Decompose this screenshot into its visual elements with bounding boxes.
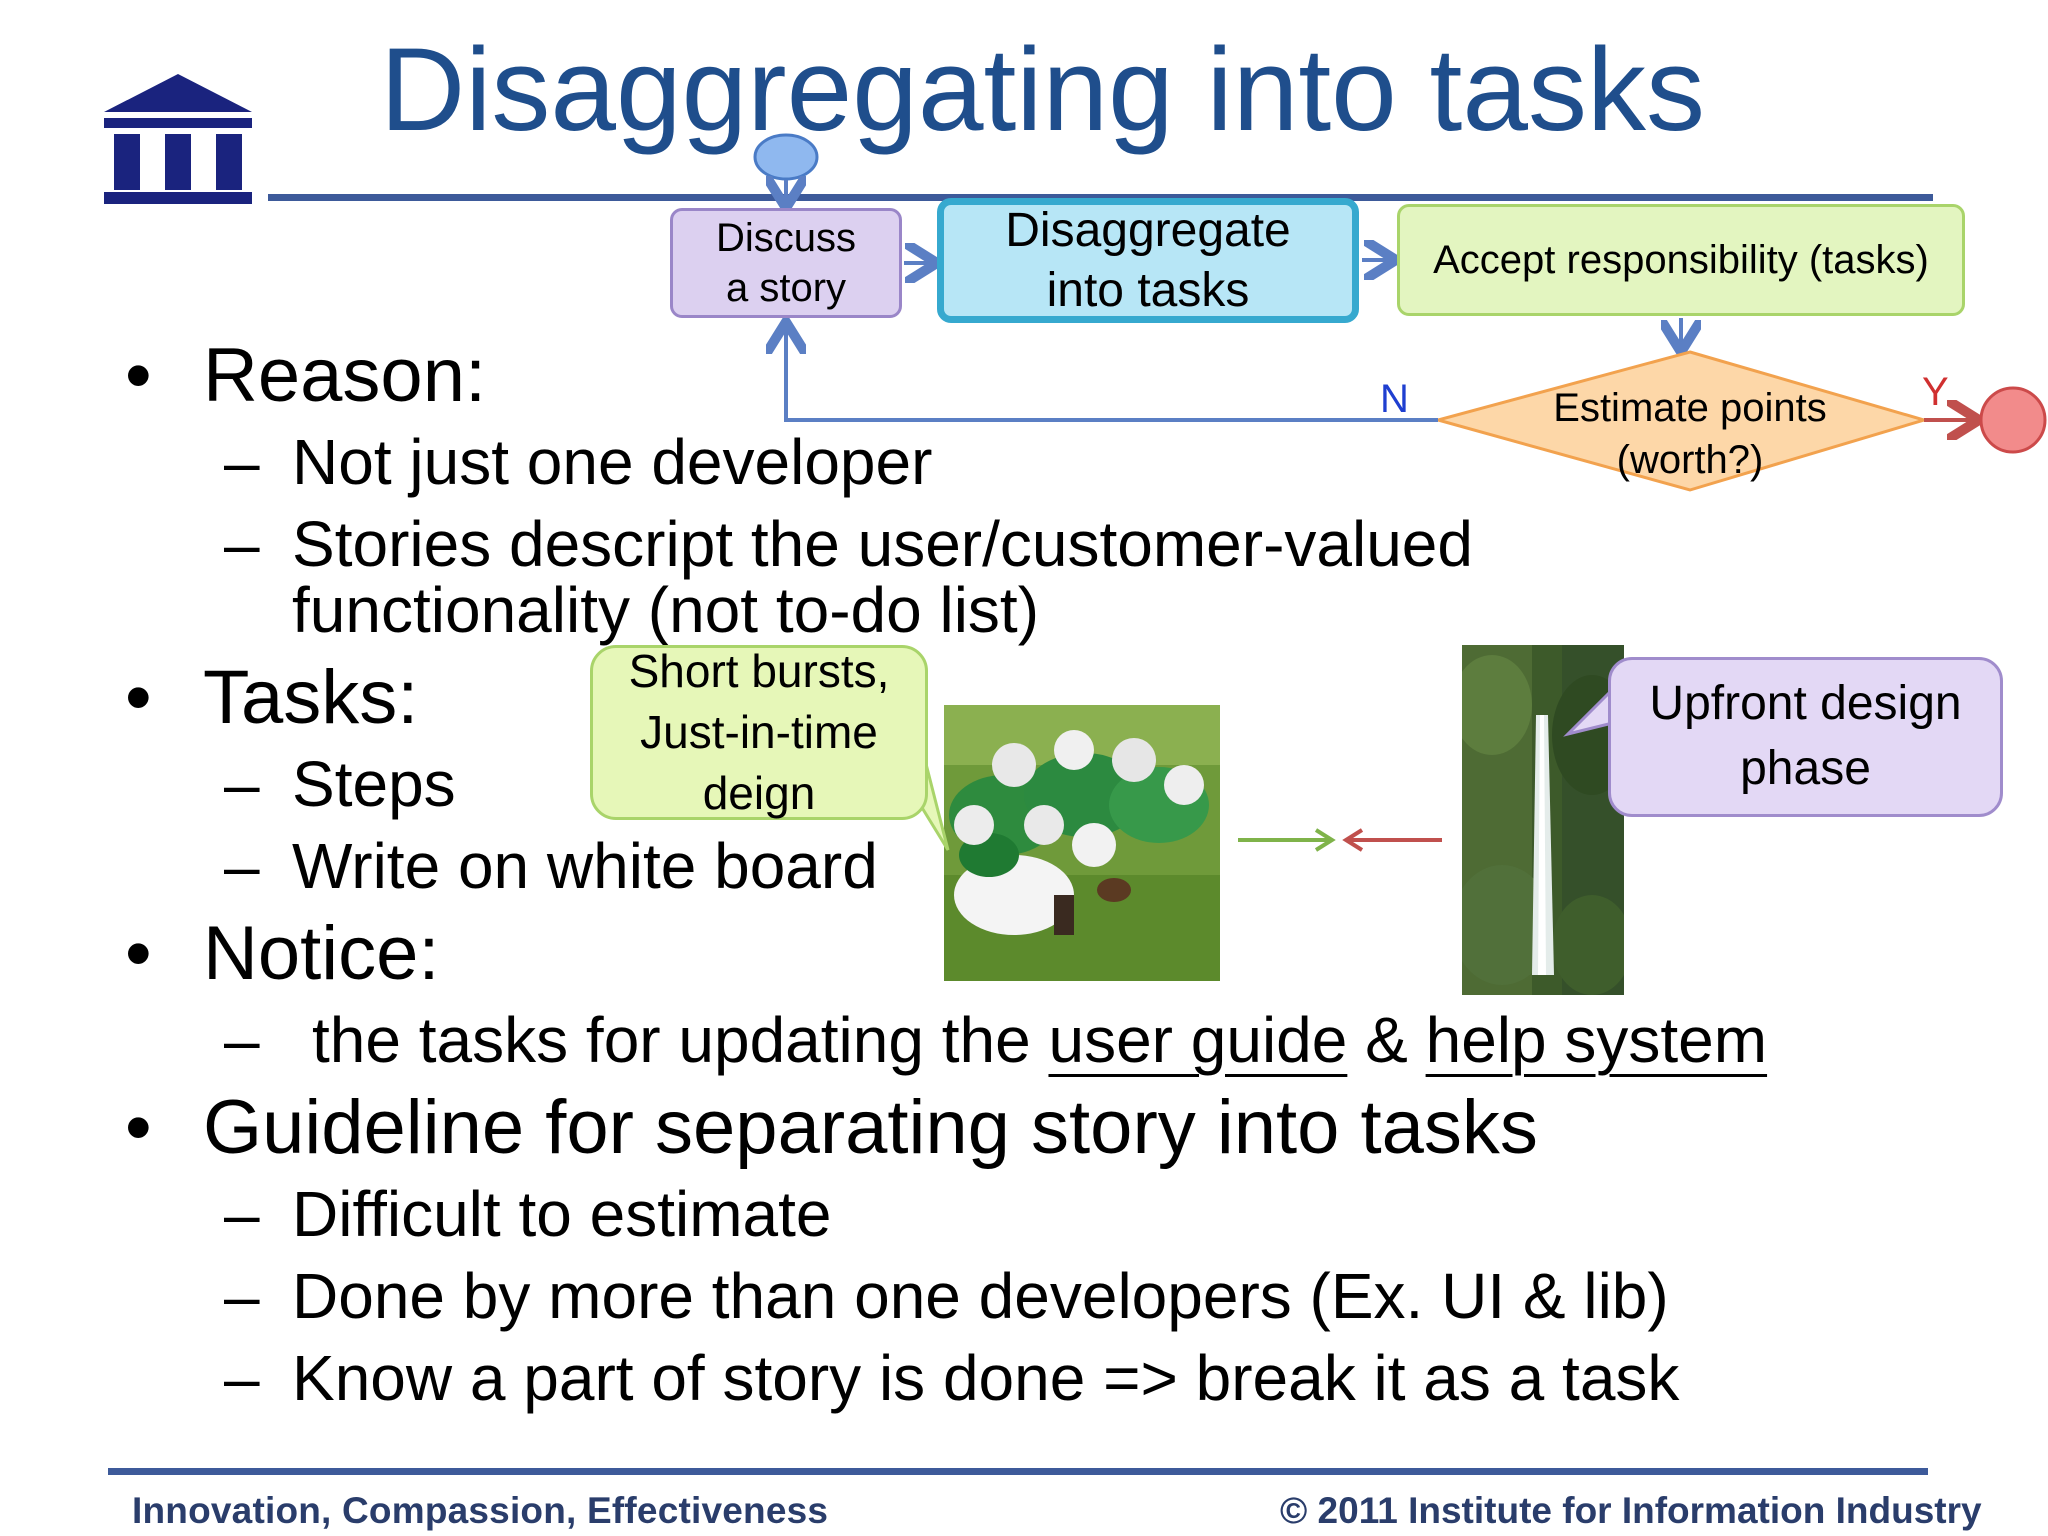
bullet-notice-text: Notice: <box>203 911 440 996</box>
arrow-no-loop <box>786 326 1438 422</box>
institute-logo <box>104 74 252 204</box>
sub-bullet: –Stories descript the user/customer-valu… <box>224 508 1473 580</box>
decision-no-label: N <box>1380 377 1409 421</box>
bullet-reason-text: Reason: <box>203 333 487 418</box>
sub-bullet-text: Know a part of story is done => break it… <box>292 1342 1680 1414</box>
flow-box-discuss: Discuss a story <box>670 208 902 318</box>
sub-bullet: –Not just one developer <box>224 426 933 498</box>
decision-yes-label: Y <box>1922 370 1949 414</box>
title-divider <box>268 194 1933 201</box>
football-scrimmage-image <box>944 705 1220 981</box>
sub-bullet-text: Done by more than one developers (Ex. UI… <box>292 1260 1669 1332</box>
footer-slogan: Innovation, Compassion, Effectiveness <box>132 1490 829 1531</box>
sub-bullet: –Write on white board <box>224 830 878 902</box>
sub-bullet: –Difficult to estimate <box>224 1178 832 1250</box>
sub-bullet: –Steps <box>224 748 456 820</box>
notice-user-guide: user guide <box>1048 1004 1348 1076</box>
sub-bullet-text: Not just one developer <box>292 426 933 498</box>
bullet-notice: •Notice: <box>125 911 440 996</box>
bullet-tasks: •Tasks: <box>125 655 419 740</box>
flow-box-accept: Accept responsibility (tasks) <box>1397 204 1965 316</box>
sub-bullet: –Know a part of story is done => break i… <box>224 1342 1680 1414</box>
flowchart-connectors <box>753 133 2047 492</box>
flow-box-accept-label: Accept responsibility (tasks) <box>1433 237 1929 282</box>
callout-upfront-design-text: Upfront design phase <box>1649 677 1962 795</box>
footer-divider <box>108 1468 1928 1475</box>
converging-arrows <box>1238 828 1442 852</box>
sub-bullet-text: Steps <box>292 748 456 820</box>
sub-bullet: –the tasks for updating the user guide &… <box>224 1004 1768 1076</box>
bullet-guideline: •Guideline for separating story into tas… <box>125 1085 1538 1170</box>
sub-bullet: –Done by more than one developers (Ex. U… <box>224 1260 1669 1332</box>
bullet-tasks-text: Tasks: <box>203 655 419 740</box>
page-title: Disaggregating into tasks <box>380 24 1705 156</box>
sub-bullet-text: Write on white board <box>292 830 878 902</box>
flow-box-discuss-label: Discuss a story <box>715 216 857 310</box>
sub-bullet-text: Stories descript the user/customer-value… <box>292 508 1473 580</box>
flow-decision-label: Estimate points (worth?) <box>1553 386 1827 482</box>
notice-text-pre: the tasks for updating the <box>312 1004 1049 1076</box>
notice-text-mid: & <box>1347 1004 1426 1076</box>
footer-copyright: © 2011 Institute for Information Industr… <box>1280 1490 1982 1531</box>
callout-upfront-design: Upfront design phase <box>1608 657 2003 817</box>
callout-short-bursts-text: Short bursts, Just-in-time deign <box>628 645 890 819</box>
bullet-guideline-text: Guideline for separating story into task… <box>203 1085 1538 1170</box>
callout-short-bursts: Short bursts, Just-in-time deign <box>590 645 928 820</box>
flow-box-disaggregate: Disaggregate into tasks <box>937 198 1359 323</box>
sub-bullet-continuation: functionality (not to-do list) <box>292 574 1039 646</box>
bullet-reason: •Reason: <box>125 333 487 418</box>
sub-bullet-text: Difficult to estimate <box>292 1178 832 1250</box>
end-node <box>1979 386 2047 454</box>
flow-box-disaggregate-label: Disaggregate into tasks <box>1005 203 1291 317</box>
estimate-diamond <box>1432 350 1930 492</box>
notice-help-system: help system <box>1425 1004 1768 1076</box>
